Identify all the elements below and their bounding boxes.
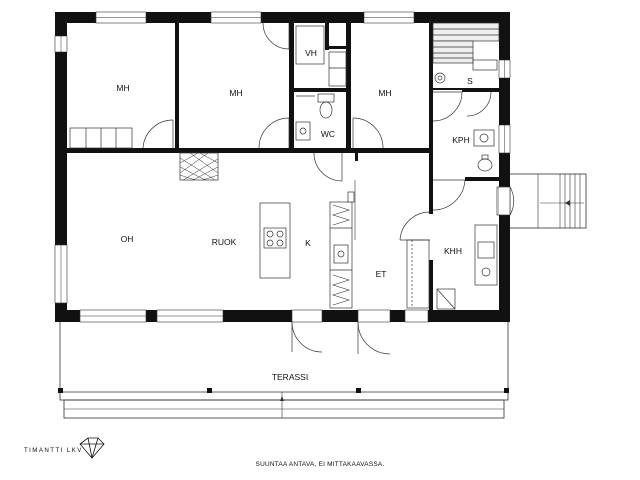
windows xyxy=(54,11,511,323)
room-label-mh3: MH xyxy=(378,88,391,98)
terrace xyxy=(58,319,509,419)
room-label-mh1: MH xyxy=(116,83,129,93)
room-label-kph: KPH xyxy=(452,135,469,145)
room-label-ruok: RUOK xyxy=(212,237,237,247)
room-label-mh2: MH xyxy=(229,88,242,98)
logo-text: TIMANTTI LKV xyxy=(24,447,83,454)
company-logo: TIMANTTI LKV xyxy=(24,437,105,459)
room-label-k: K xyxy=(305,238,311,248)
room-label-wc: WC xyxy=(321,129,335,139)
room-label-et: ET xyxy=(376,269,387,279)
room-label-oh: OH xyxy=(121,234,134,244)
interior-walls xyxy=(67,23,499,310)
room-label-s: S xyxy=(467,76,473,86)
diamond-icon xyxy=(79,437,105,459)
doors xyxy=(142,22,515,355)
room-label-terassi: TERASSI xyxy=(272,372,308,382)
scale-note: SUUNTAA ANTAVA, EI MITTAKAAVASSA. xyxy=(256,461,385,468)
fixtures xyxy=(69,22,500,310)
room-label-vh: VH xyxy=(305,48,317,58)
entry-steps xyxy=(507,173,587,229)
room-labels: MH MH VH MH S WC KPH OH RUOK K KHH ET TE… xyxy=(116,48,473,382)
room-label-khh: KHH xyxy=(444,246,462,256)
